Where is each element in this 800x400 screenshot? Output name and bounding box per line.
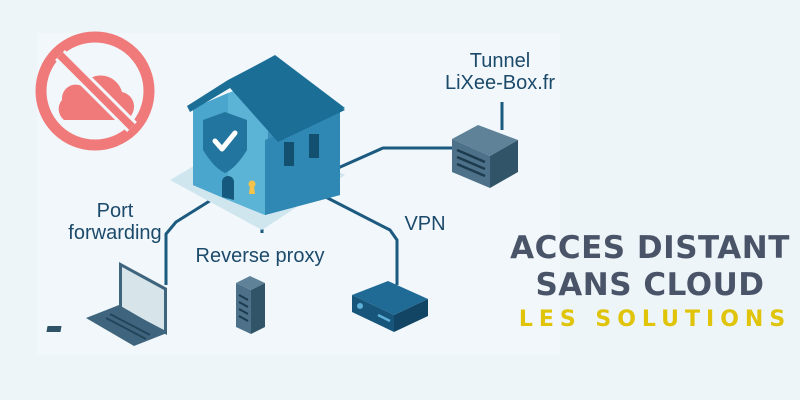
title-block: ACCES DISTANT SANS CLOUD LES SOLUTIONS	[500, 230, 800, 334]
connector-vpn	[311, 188, 399, 285]
server-tower-icon	[236, 276, 265, 334]
connector-port-forwarding	[164, 185, 233, 285]
connector-tunnel	[319, 146, 452, 178]
label-tunnel: Tunnel LiXee-Box.fr	[444, 50, 556, 94]
laptop-icon	[46, 262, 167, 346]
router-icon	[352, 281, 428, 332]
title-line-1: ACCES DISTANT	[510, 230, 790, 266]
title-line-2: SANS CLOUD	[535, 267, 765, 303]
server-box-icon	[452, 125, 518, 188]
no-cloud-icon	[35, 31, 155, 151]
secure-house-icon	[170, 55, 345, 230]
subtitle: LES SOLUTIONS	[518, 307, 792, 332]
label-port-forwarding: Port forwarding	[68, 200, 162, 244]
label-vpn: VPN	[404, 213, 446, 235]
label-reverse-proxy: Reverse proxy	[195, 245, 325, 267]
